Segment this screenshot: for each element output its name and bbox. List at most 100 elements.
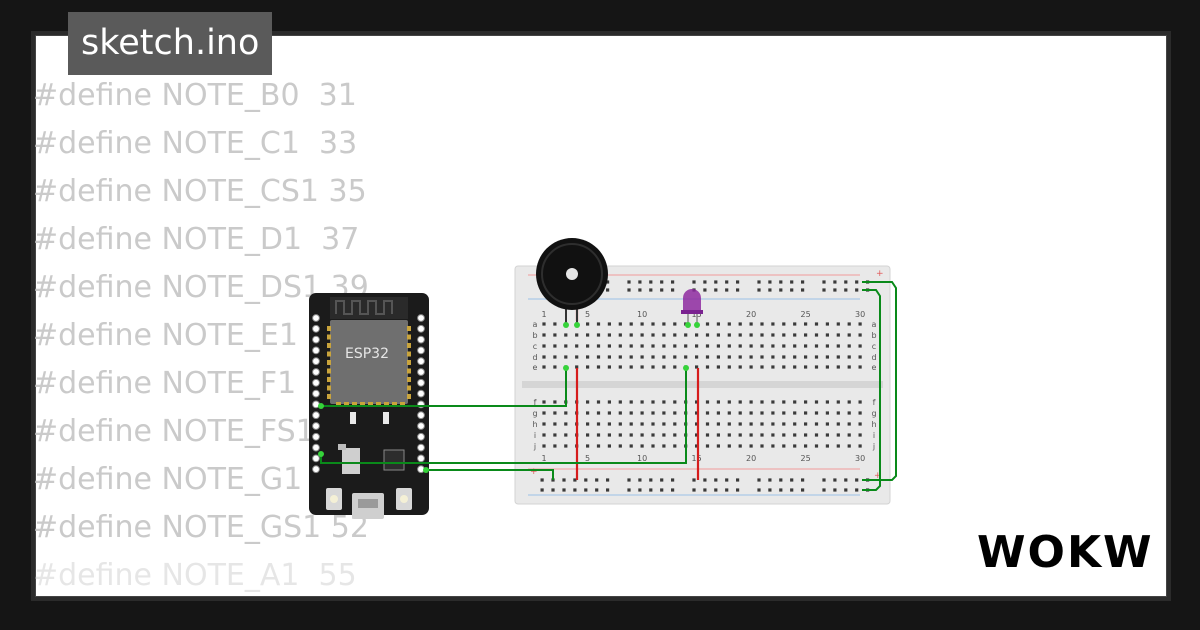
pin-left[interactable] — [312, 411, 320, 420]
pin-right[interactable] — [417, 422, 425, 430]
breadboard-hole[interactable] — [595, 488, 599, 492]
breadboard-hole[interactable] — [564, 411, 568, 415]
breadboard-hole[interactable] — [768, 478, 772, 482]
breadboard-hole[interactable] — [540, 488, 544, 492]
breadboard-hole[interactable] — [804, 433, 808, 437]
pin-left[interactable] — [312, 324, 320, 333]
breadboard-hole[interactable] — [553, 422, 557, 426]
breadboard-hole[interactable] — [607, 422, 611, 426]
breadboard-hole[interactable] — [607, 444, 611, 448]
breadboard-hole[interactable] — [760, 355, 764, 359]
pin-right[interactable] — [417, 368, 425, 376]
breadboard-hole[interactable] — [847, 433, 851, 437]
breadboard-hole[interactable] — [814, 411, 819, 415]
breadboard-hole[interactable] — [749, 322, 753, 326]
breadboard-hole[interactable] — [638, 280, 642, 284]
breadboard-hole[interactable] — [782, 400, 786, 404]
breadboard-hole[interactable] — [782, 322, 786, 326]
breadboard-hole[interactable] — [749, 333, 753, 337]
breadboard-hole[interactable] — [814, 444, 819, 448]
breadboard-hole[interactable] — [858, 333, 862, 337]
breadboard-hole[interactable] — [716, 411, 720, 415]
breadboard-hole[interactable] — [662, 355, 666, 359]
pin-right[interactable] — [417, 454, 425, 463]
breadboard-hole[interactable] — [793, 411, 797, 415]
breadboard-hole[interactable] — [705, 322, 710, 326]
breadboard-hole[interactable] — [760, 333, 764, 337]
breadboard-hole[interactable] — [749, 433, 753, 437]
pin-left[interactable] — [312, 432, 320, 441]
breadboard-hole[interactable] — [727, 411, 731, 415]
breadboard-hole[interactable] — [584, 478, 588, 482]
breadboard-hole[interactable] — [553, 333, 557, 337]
breadboard-hole[interactable] — [673, 333, 677, 337]
breadboard-hole[interactable] — [725, 288, 729, 292]
breadboard-hole[interactable] — [684, 344, 688, 348]
breadboard-hole[interactable] — [858, 400, 862, 404]
breadboard-hole[interactable] — [640, 444, 644, 448]
breadboard-hole[interactable] — [638, 488, 642, 492]
breadboard-hole[interactable] — [651, 322, 655, 326]
breadboard-hole[interactable] — [695, 365, 699, 369]
breadboard-hole[interactable] — [847, 411, 851, 415]
breadboard-hole[interactable] — [844, 478, 848, 482]
breadboard-hole[interactable] — [629, 411, 633, 415]
breadboard-hole[interactable] — [793, 333, 797, 337]
breadboard-hole[interactable] — [822, 478, 826, 482]
breadboard-hole[interactable] — [618, 433, 622, 437]
breadboard-hole[interactable] — [804, 355, 808, 359]
breadboard-hole[interactable] — [847, 322, 851, 326]
breadboard-hole[interactable] — [640, 400, 644, 404]
breadboard-hole[interactable] — [825, 355, 829, 359]
breadboard-hole[interactable] — [738, 433, 742, 437]
breadboard-hole[interactable] — [564, 355, 568, 359]
breadboard-hole[interactable] — [793, 433, 797, 437]
pin-left[interactable] — [312, 314, 320, 322]
breadboard-hole[interactable] — [855, 280, 859, 284]
pin-right[interactable] — [417, 314, 425, 322]
breadboard-hole[interactable] — [607, 322, 611, 326]
breadboard-hole[interactable] — [822, 488, 826, 492]
breadboard-hole[interactable] — [542, 422, 546, 426]
breadboard-hole[interactable] — [662, 365, 666, 369]
breadboard-hole[interactable] — [714, 280, 718, 284]
breadboard-hole[interactable] — [768, 488, 772, 492]
breadboard-hole[interactable] — [814, 322, 819, 326]
breadboard-hole[interactable] — [825, 333, 829, 337]
breadboard-hole[interactable] — [618, 333, 622, 337]
breadboard-hole[interactable] — [684, 333, 688, 337]
breadboard-hole[interactable] — [768, 288, 772, 292]
breadboard-hole[interactable] — [716, 344, 720, 348]
breadboard-hole[interactable] — [618, 411, 622, 415]
breadboard-hole[interactable] — [564, 433, 568, 437]
breadboard-hole[interactable] — [695, 355, 699, 359]
breadboard-hole[interactable] — [553, 355, 557, 359]
breadboard-hole[interactable] — [716, 333, 720, 337]
breadboard-hole[interactable] — [629, 322, 633, 326]
breadboard-hole[interactable] — [782, 433, 786, 437]
breadboard-hole[interactable] — [553, 322, 557, 326]
breadboard-hole[interactable] — [596, 333, 601, 337]
breadboard-hole[interactable] — [629, 365, 633, 369]
breadboard-hole[interactable] — [801, 488, 805, 492]
breadboard-hole[interactable] — [671, 280, 675, 284]
breadboard-hole[interactable] — [779, 288, 783, 292]
breadboard-hole[interactable] — [607, 365, 611, 369]
breadboard-hole[interactable] — [584, 488, 588, 492]
breadboard-hole[interactable] — [804, 400, 808, 404]
breadboard-hole[interactable] — [606, 280, 610, 284]
breadboard-hole[interactable] — [575, 344, 579, 348]
breadboard-hole[interactable] — [618, 365, 622, 369]
breadboard-hole[interactable] — [825, 344, 829, 348]
breadboard-hole[interactable] — [662, 400, 666, 404]
breadboard-hole[interactable] — [825, 444, 829, 448]
breadboard-hole[interactable] — [738, 365, 742, 369]
breadboard-hole[interactable] — [640, 411, 644, 415]
breadboard-hole[interactable] — [801, 478, 805, 482]
breadboard-hole[interactable] — [727, 355, 731, 359]
breadboard-hole[interactable] — [749, 400, 753, 404]
breadboard-hole[interactable] — [649, 488, 653, 492]
breadboard-hole[interactable] — [542, 344, 546, 348]
breadboard-hole[interactable] — [714, 488, 718, 492]
breadboard-hole[interactable] — [651, 365, 655, 369]
